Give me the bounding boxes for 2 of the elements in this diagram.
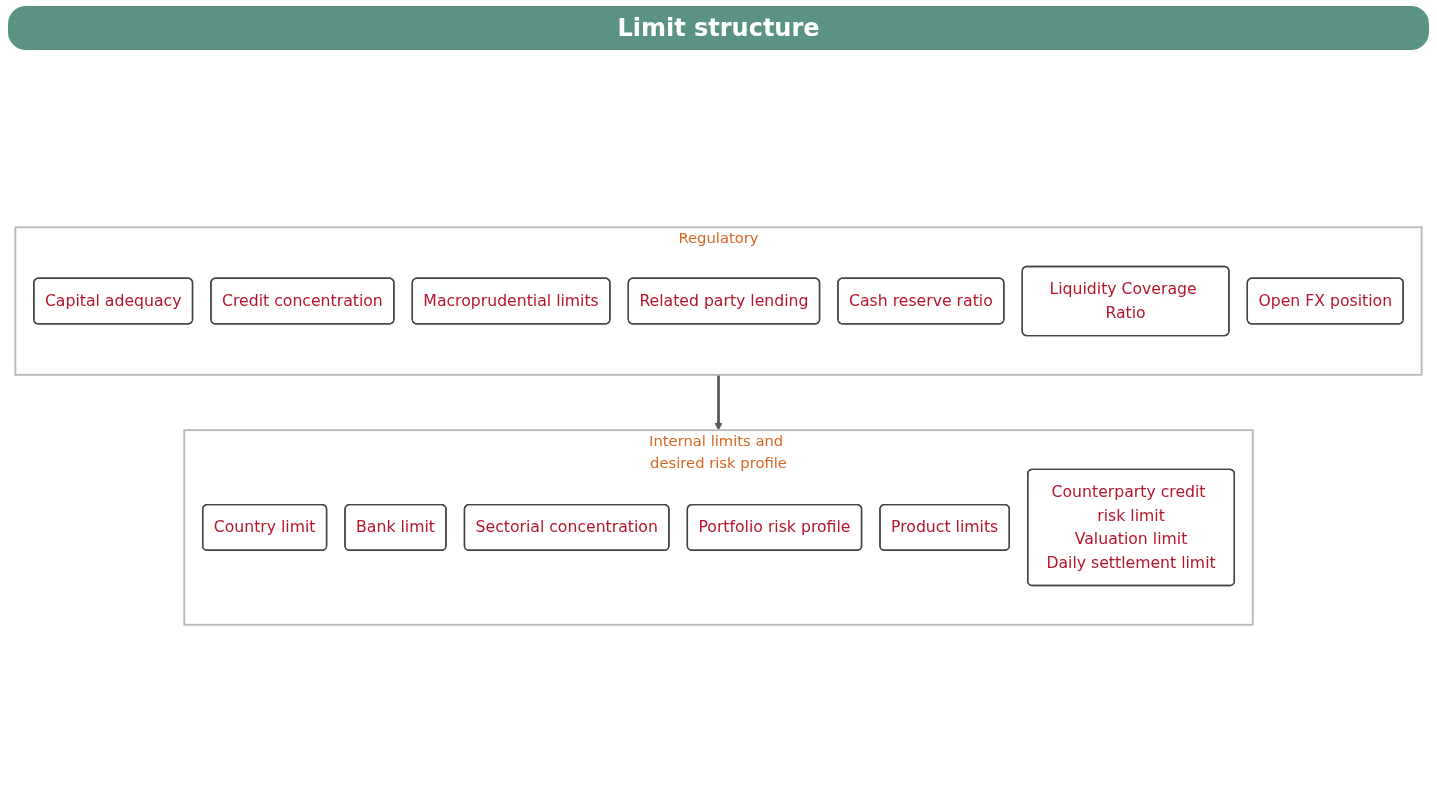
arrow <box>714 374 723 431</box>
title-banner: Limit structure <box>8 6 1429 50</box>
